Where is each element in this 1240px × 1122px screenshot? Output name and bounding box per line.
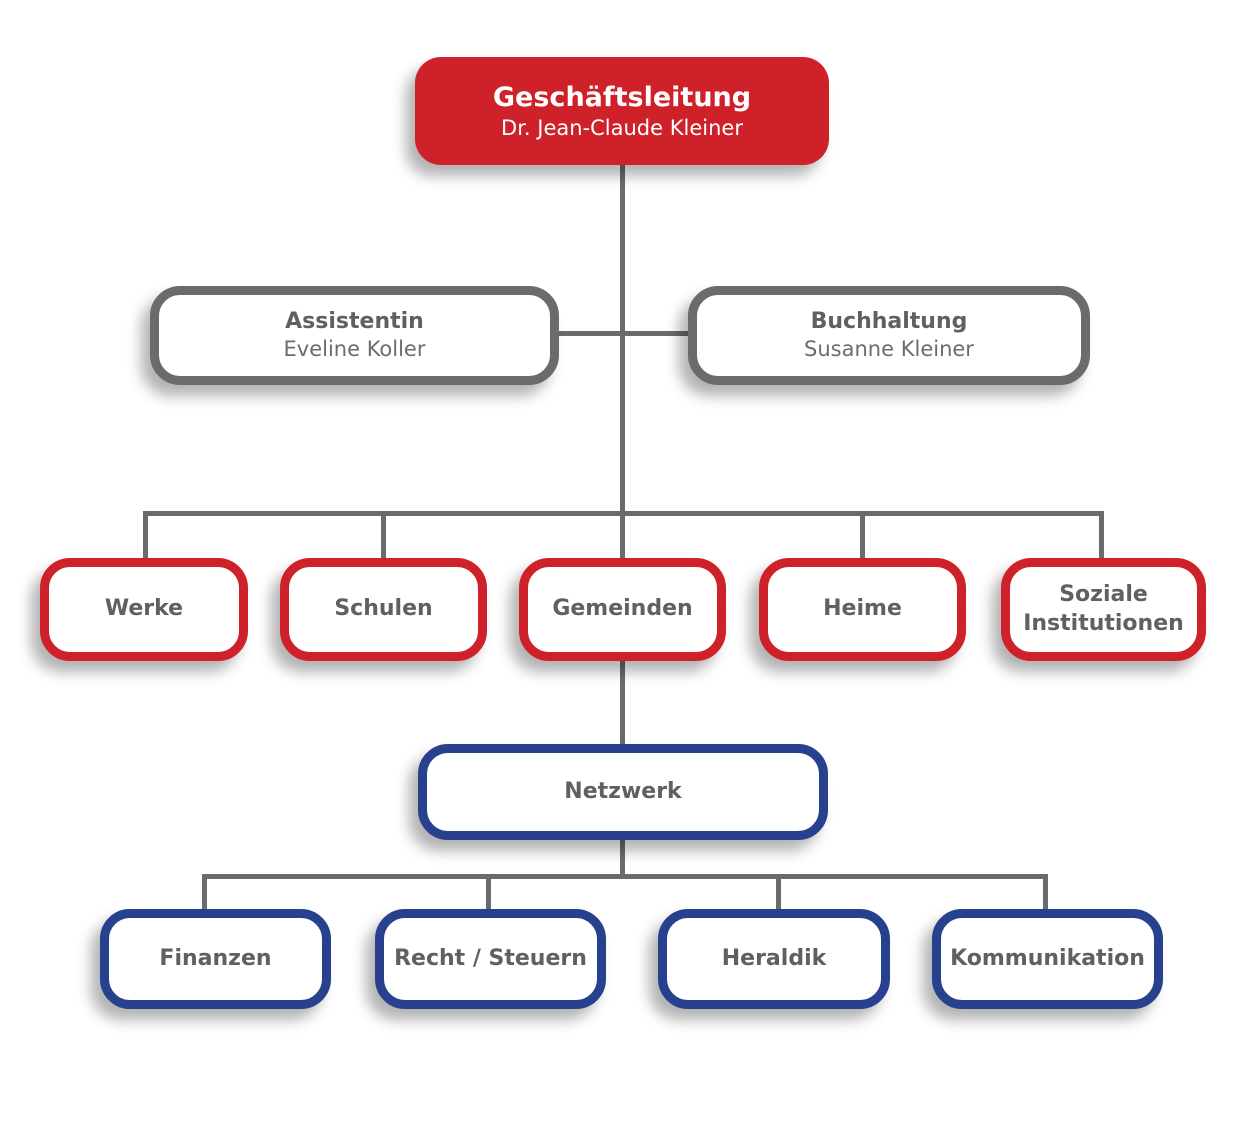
node-heraldik: Heraldik <box>658 909 890 1009</box>
node-title: Soziale Institutionen <box>1023 581 1184 636</box>
node-buchhaltung: Buchhaltung Susanne Kleiner <box>688 286 1090 385</box>
node-werke: Werke <box>40 558 248 661</box>
node-title: Recht / Steuern <box>394 945 587 971</box>
node-title: Schulen <box>334 596 433 622</box>
connector-drop-recht-steuern <box>486 874 491 909</box>
connector-gemeinden-netzwerk <box>620 661 625 744</box>
node-title: Heime <box>823 596 902 622</box>
node-title: Gemeinden <box>552 596 693 622</box>
node-title: Netzwerk <box>564 778 682 804</box>
node-person: Eveline Koller <box>283 337 426 362</box>
node-title: Geschäftsleitung <box>492 81 752 113</box>
connector-root-vertical <box>620 165 625 515</box>
connector-drop-gemeinden <box>620 511 625 558</box>
connector-drop-werke <box>143 511 148 558</box>
node-finanzen: Finanzen <box>100 909 331 1009</box>
connector-drop-schulen <box>381 511 386 558</box>
node-title: Kommunikation <box>950 945 1145 971</box>
node-assistentin: Assistentin Eveline Koller <box>150 286 559 385</box>
node-title: Buchhaltung <box>810 308 968 334</box>
node-gemeinden: Gemeinden <box>519 558 726 661</box>
connector-netzwerk-bus-vertical <box>620 840 625 878</box>
node-schulen: Schulen <box>280 558 487 661</box>
node-title: Assistentin <box>285 308 424 334</box>
connector-drop-heraldik <box>776 874 781 909</box>
connector-drop-kommunikation <box>1043 874 1048 909</box>
node-kommunikation: Kommunikation <box>932 909 1163 1009</box>
node-title: Heraldik <box>721 945 827 971</box>
node-title: Finanzen <box>159 945 272 971</box>
node-netzwerk: Netzwerk <box>418 744 828 840</box>
node-heime: Heime <box>759 558 966 661</box>
connector-drop-heime <box>860 511 865 558</box>
node-person: Susanne Kleiner <box>804 337 974 362</box>
connector-network-bus <box>202 874 1048 879</box>
connector-drop-soziale <box>1099 511 1104 558</box>
node-soziale-institutionen: Soziale Institutionen <box>1001 558 1206 661</box>
node-recht-steuern: Recht / Steuern <box>375 909 606 1009</box>
connector-drop-finanzen <box>202 874 207 909</box>
node-person: Dr. Jean-Claude Kleiner <box>501 115 743 140</box>
node-geschaeftsleitung: Geschäftsleitung Dr. Jean-Claude Kleiner <box>415 57 829 165</box>
connector-staff-horizontal <box>559 331 688 336</box>
node-title: Werke <box>104 596 184 622</box>
